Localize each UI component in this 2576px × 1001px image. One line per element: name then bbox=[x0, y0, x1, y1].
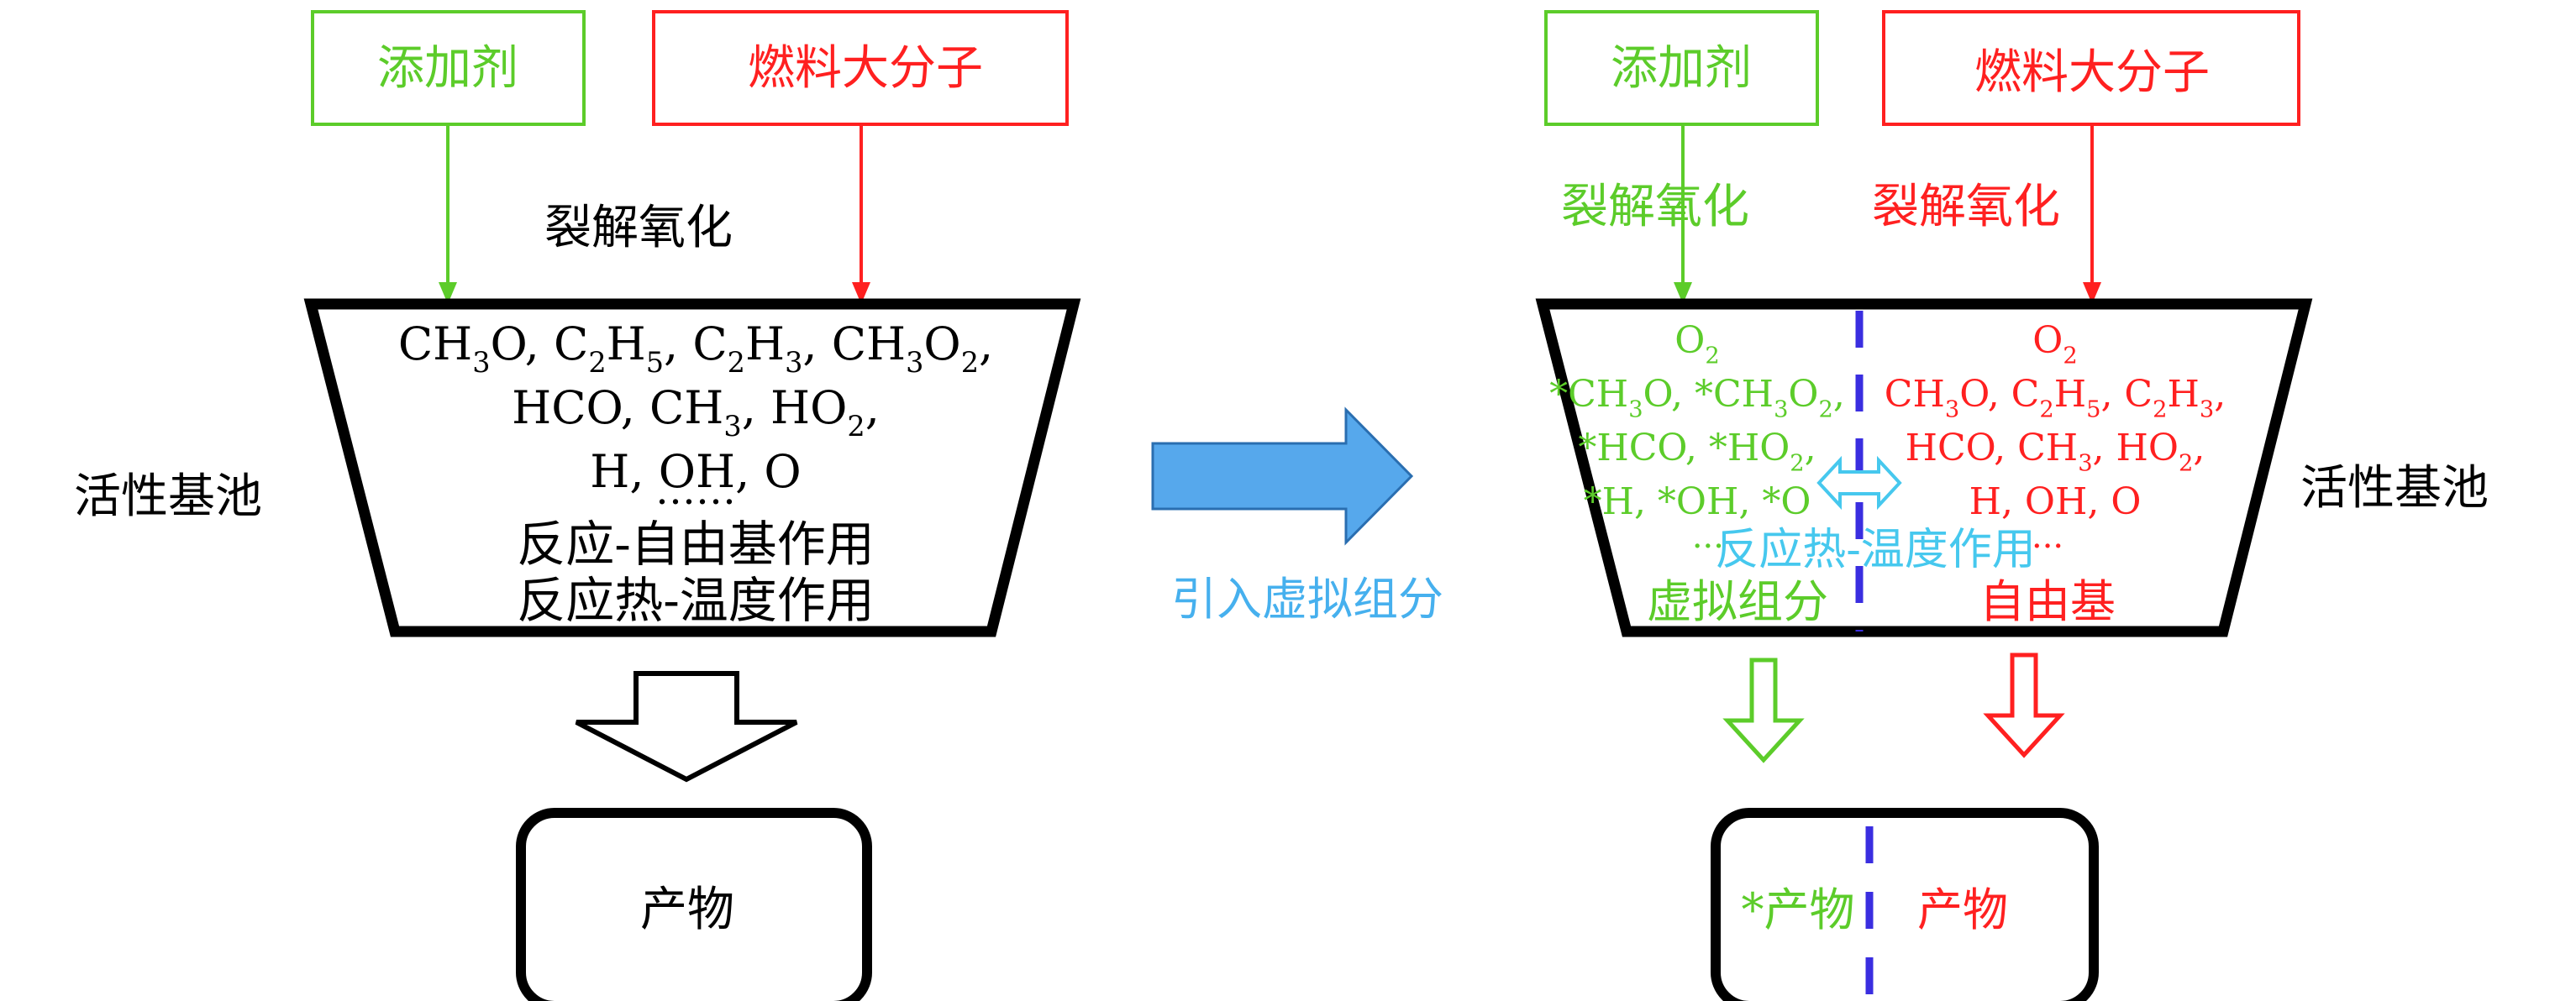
left-effect-heat: 反应热-温度作用 bbox=[517, 572, 875, 629]
right-dots-left: ··· bbox=[1692, 527, 1724, 566]
right-radical-label: 自由基 bbox=[1979, 575, 2116, 628]
middle-transition: 引入虚拟组分 bbox=[1151, 406, 1443, 626]
right-virtual-product-label: *产物 bbox=[1742, 883, 1855, 936]
right-fuel-box bbox=[1882, 10, 2300, 126]
exchange-double-arrow-icon bbox=[1816, 455, 1902, 511]
introduce-virtual-label: 引入虚拟组分 bbox=[1171, 573, 1443, 626]
virtual-down-arrow-icon bbox=[1722, 658, 1805, 763]
species-line: HCO, CH3, HO2, bbox=[512, 381, 880, 443]
species-line: *CH3O, *CH3O2, bbox=[1549, 373, 1845, 422]
right-additive-arrowhead bbox=[1674, 282, 1692, 304]
right-additive-label: 添加剂 bbox=[1611, 41, 1752, 96]
right-fuel-arrowhead bbox=[2083, 282, 2101, 304]
left-hollow-down-arrow bbox=[575, 671, 798, 783]
right-additive-process-label: 裂解氧化 bbox=[1561, 180, 1749, 234]
left-effect-radical: 反应-自由基作用 bbox=[517, 516, 875, 573]
left-additive-label: 添加剂 bbox=[377, 41, 518, 96]
left-fuel-box bbox=[652, 10, 1069, 126]
left-product-box bbox=[516, 808, 872, 1001]
right-virtual-species: O2*CH3O, *CH3O2, *HCO, *HO2,*H, *OH, *O bbox=[1549, 319, 1845, 523]
species-line: *H, *OH, *O bbox=[1584, 480, 1811, 523]
left-pool-container bbox=[303, 298, 1081, 637]
left-process-label: 裂解氧化 bbox=[544, 201, 733, 255]
right-radical-product-label: 产物 bbox=[1917, 883, 2008, 936]
species-line: H, OH, O bbox=[590, 445, 801, 498]
left-additive-arrowhead bbox=[439, 282, 457, 304]
radical-down-arrow-icon bbox=[1983, 652, 2065, 758]
species-line: O2 bbox=[1674, 319, 1719, 369]
right-product-box bbox=[1711, 808, 2099, 1001]
species-line: CH3O, C2H5, C2H3, bbox=[1885, 373, 2226, 422]
right-virtual-label: 虚拟组分 bbox=[1647, 575, 1828, 628]
species-line: CH3O, C2H5, C2H3, CH3O2, bbox=[398, 317, 993, 379]
left-fuel-arrowhead bbox=[852, 282, 870, 304]
right-panel: 添加剂 燃料大分子 裂解氧化 裂解氧化 O2*CH3O, *CH3O2,*HCO… bbox=[1535, 10, 2489, 1001]
right-pool-container bbox=[1535, 298, 2313, 637]
right-fuel-label: 燃料大分子 bbox=[1974, 45, 2210, 100]
left-product-label: 产物 bbox=[640, 883, 734, 937]
species-line: *HCO, *HO2, bbox=[1578, 427, 1816, 476]
introduce-virtual-arrow-icon bbox=[1151, 406, 1414, 546]
species-line: HCO, CH3, HO2, bbox=[1906, 427, 2205, 476]
right-dots-right: ··· bbox=[2032, 527, 2063, 566]
left-pool-species: CH3O, C2H5, C2H3, CH3O2,HCO, CH3, HO2,H,… bbox=[398, 317, 993, 498]
left-fuel-label: 燃料大分子 bbox=[748, 41, 983, 96]
right-fuel-process-label: 裂解氧化 bbox=[1872, 180, 2060, 234]
species-line: H, OH, O bbox=[1969, 480, 2142, 523]
species-line: O2 bbox=[2032, 319, 2077, 369]
left-additive-box bbox=[311, 10, 586, 126]
left-panel: 添加剂 燃料大分子 裂解氧化 CH3O, C2H5, C2H3, CH3O2,H… bbox=[74, 10, 1081, 1001]
left-pool-side-label: 活性基池 bbox=[74, 469, 262, 524]
right-heat-effect: 反应热-温度作用 bbox=[1715, 525, 2036, 575]
right-pool-side-label: 活性基池 bbox=[2300, 461, 2489, 516]
right-additive-box bbox=[1544, 10, 1819, 126]
left-pool-ellipsis: …… bbox=[655, 467, 736, 514]
